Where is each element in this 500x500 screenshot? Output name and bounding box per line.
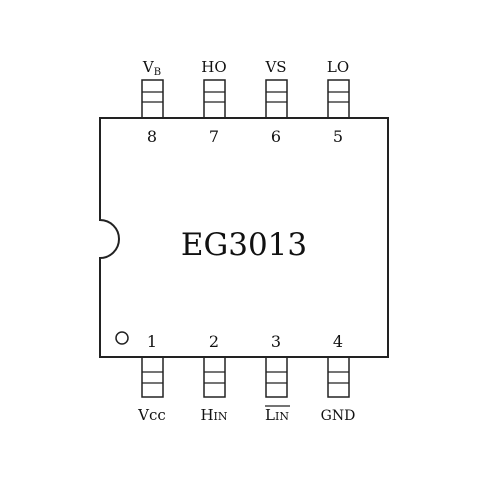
pin-6: VS 6 (264, 58, 288, 146)
pin-5: LO 5 (327, 58, 350, 146)
pin-7-number: 7 (209, 127, 219, 146)
pin-3: 3 LIN (265, 332, 290, 424)
pin-3-number: 3 (271, 332, 281, 351)
pin-5-lead (327, 79, 350, 119)
pin-4-number: 4 (333, 332, 343, 351)
pin-1-lead (141, 356, 164, 398)
pin-8-lead (141, 79, 164, 119)
pin-2-number: 2 (209, 332, 219, 351)
bottom-pins: 1 Vcc 2 HIN 3 LIN 4 GND (137, 332, 355, 424)
pin-3-label: LIN (265, 406, 289, 424)
pin-1-number: 1 (147, 332, 157, 351)
pin-4: 4 GND (321, 332, 356, 424)
pin-7-label: HO (201, 58, 226, 76)
pin1-marker-dot (115, 331, 129, 345)
pin-2-lead (203, 356, 226, 398)
pin-4-lead (327, 356, 350, 398)
pin-7-lead (203, 79, 226, 119)
pin-3-lead (265, 356, 288, 398)
pin-1-label: Vcc (137, 406, 166, 424)
pin-7: HO 7 (201, 58, 226, 146)
pin-8-label: VB (142, 58, 161, 78)
pin-6-lead (265, 79, 288, 119)
top-pins: VB 8 HO 7 VS 6 LO 5 (141, 58, 350, 146)
pin-8: VB 8 (141, 58, 164, 146)
pin-2-label: HIN (200, 406, 227, 424)
pin-5-label: LO (327, 58, 349, 76)
pin-8-number: 8 (147, 127, 157, 146)
pin-5-number: 5 (333, 127, 343, 146)
pin-6-label: VS (264, 58, 286, 76)
chip-body (99, 117, 389, 358)
part-number: EG3013 (181, 227, 307, 263)
pin-6-number: 6 (271, 127, 281, 146)
pin-4-label: GND (321, 408, 356, 424)
pin-1: 1 Vcc (137, 332, 166, 424)
pin-2: 2 HIN (200, 332, 227, 424)
